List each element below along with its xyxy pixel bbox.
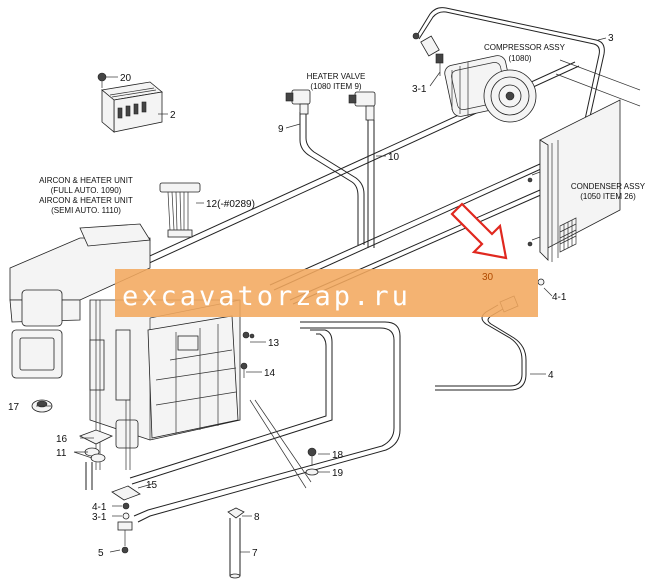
condenser-subtitle: (1050 ITEM 26) (580, 192, 636, 201)
callout-30: 30 (482, 272, 494, 283)
callout-9: 9 (278, 124, 284, 135)
red-arrow-pointer (450, 202, 508, 260)
callout-8: 8 (254, 512, 260, 523)
heater-valve-subtitle: (1080 ITEM 9) (310, 82, 361, 91)
watermark-text: excavatorzap.ru (122, 281, 411, 312)
heater-valve (285, 89, 376, 121)
callout-12: 12(-#0289) (206, 199, 255, 210)
lower-hoses (129, 304, 527, 523)
callout-10: 10 (388, 152, 400, 163)
compressor-subtitle: (1080) (508, 54, 531, 63)
callout-18: 18 (332, 450, 344, 461)
leader-lines (36, 37, 607, 553)
heater-hoses (299, 112, 375, 248)
callout-4: 4 (548, 370, 554, 381)
heater-valve-title: HEATER VALVE (307, 72, 366, 81)
aircon-unit-subtitle-1: (FULL AUTO. 1090) (51, 186, 122, 195)
aircon-unit-title-1: AIRCON & HEATER UNIT (39, 176, 133, 185)
callout-3-1-top: 3-1 (412, 84, 427, 95)
callout-20: 20 (120, 73, 132, 84)
condenser-title: CONDENSER ASSY (571, 182, 646, 191)
aircon-heater-unit (9, 223, 250, 470)
callout-4-1-left: 4-1 (92, 502, 107, 513)
callout-2: 2 (170, 110, 176, 121)
aircon-unit-subtitle-2: (SEMI AUTO. 1110) (51, 206, 121, 215)
callout-3: 3 (608, 33, 614, 44)
callout-16: 16 (56, 434, 68, 445)
pipe-3 (415, 7, 605, 149)
callout-13: 13 (268, 338, 280, 349)
watermark-band: excavatorzap.ru (115, 269, 538, 317)
callout-5: 5 (98, 548, 104, 559)
callout-7: 7 (252, 548, 258, 559)
callout-14: 14 (264, 368, 276, 379)
aircon-unit-title-2: AIRCON & HEATER UNIT (39, 196, 133, 205)
callout-17: 17 (8, 402, 20, 413)
compressor-title: COMPRESSOR ASSY (484, 43, 566, 52)
compressor-assy (412, 32, 537, 123)
callout-15: 15 (146, 480, 158, 491)
callout-4-1-right: 4-1 (552, 292, 567, 303)
callout-19: 19 (332, 468, 344, 479)
component-titles: COMPRESSOR ASSY (1080) HEATER VALVE (108… (39, 43, 646, 215)
condenser-assy (527, 99, 621, 286)
wire-harness-12 (159, 182, 201, 238)
callout-numbers: 20 2 3 3-1 9 10 12(-#0289) 30 4-1 13 14 … (8, 33, 614, 559)
control-box-2 (97, 72, 163, 133)
callout-11: 11 (56, 448, 67, 459)
callout-3-1-bottom: 3-1 (92, 512, 107, 523)
